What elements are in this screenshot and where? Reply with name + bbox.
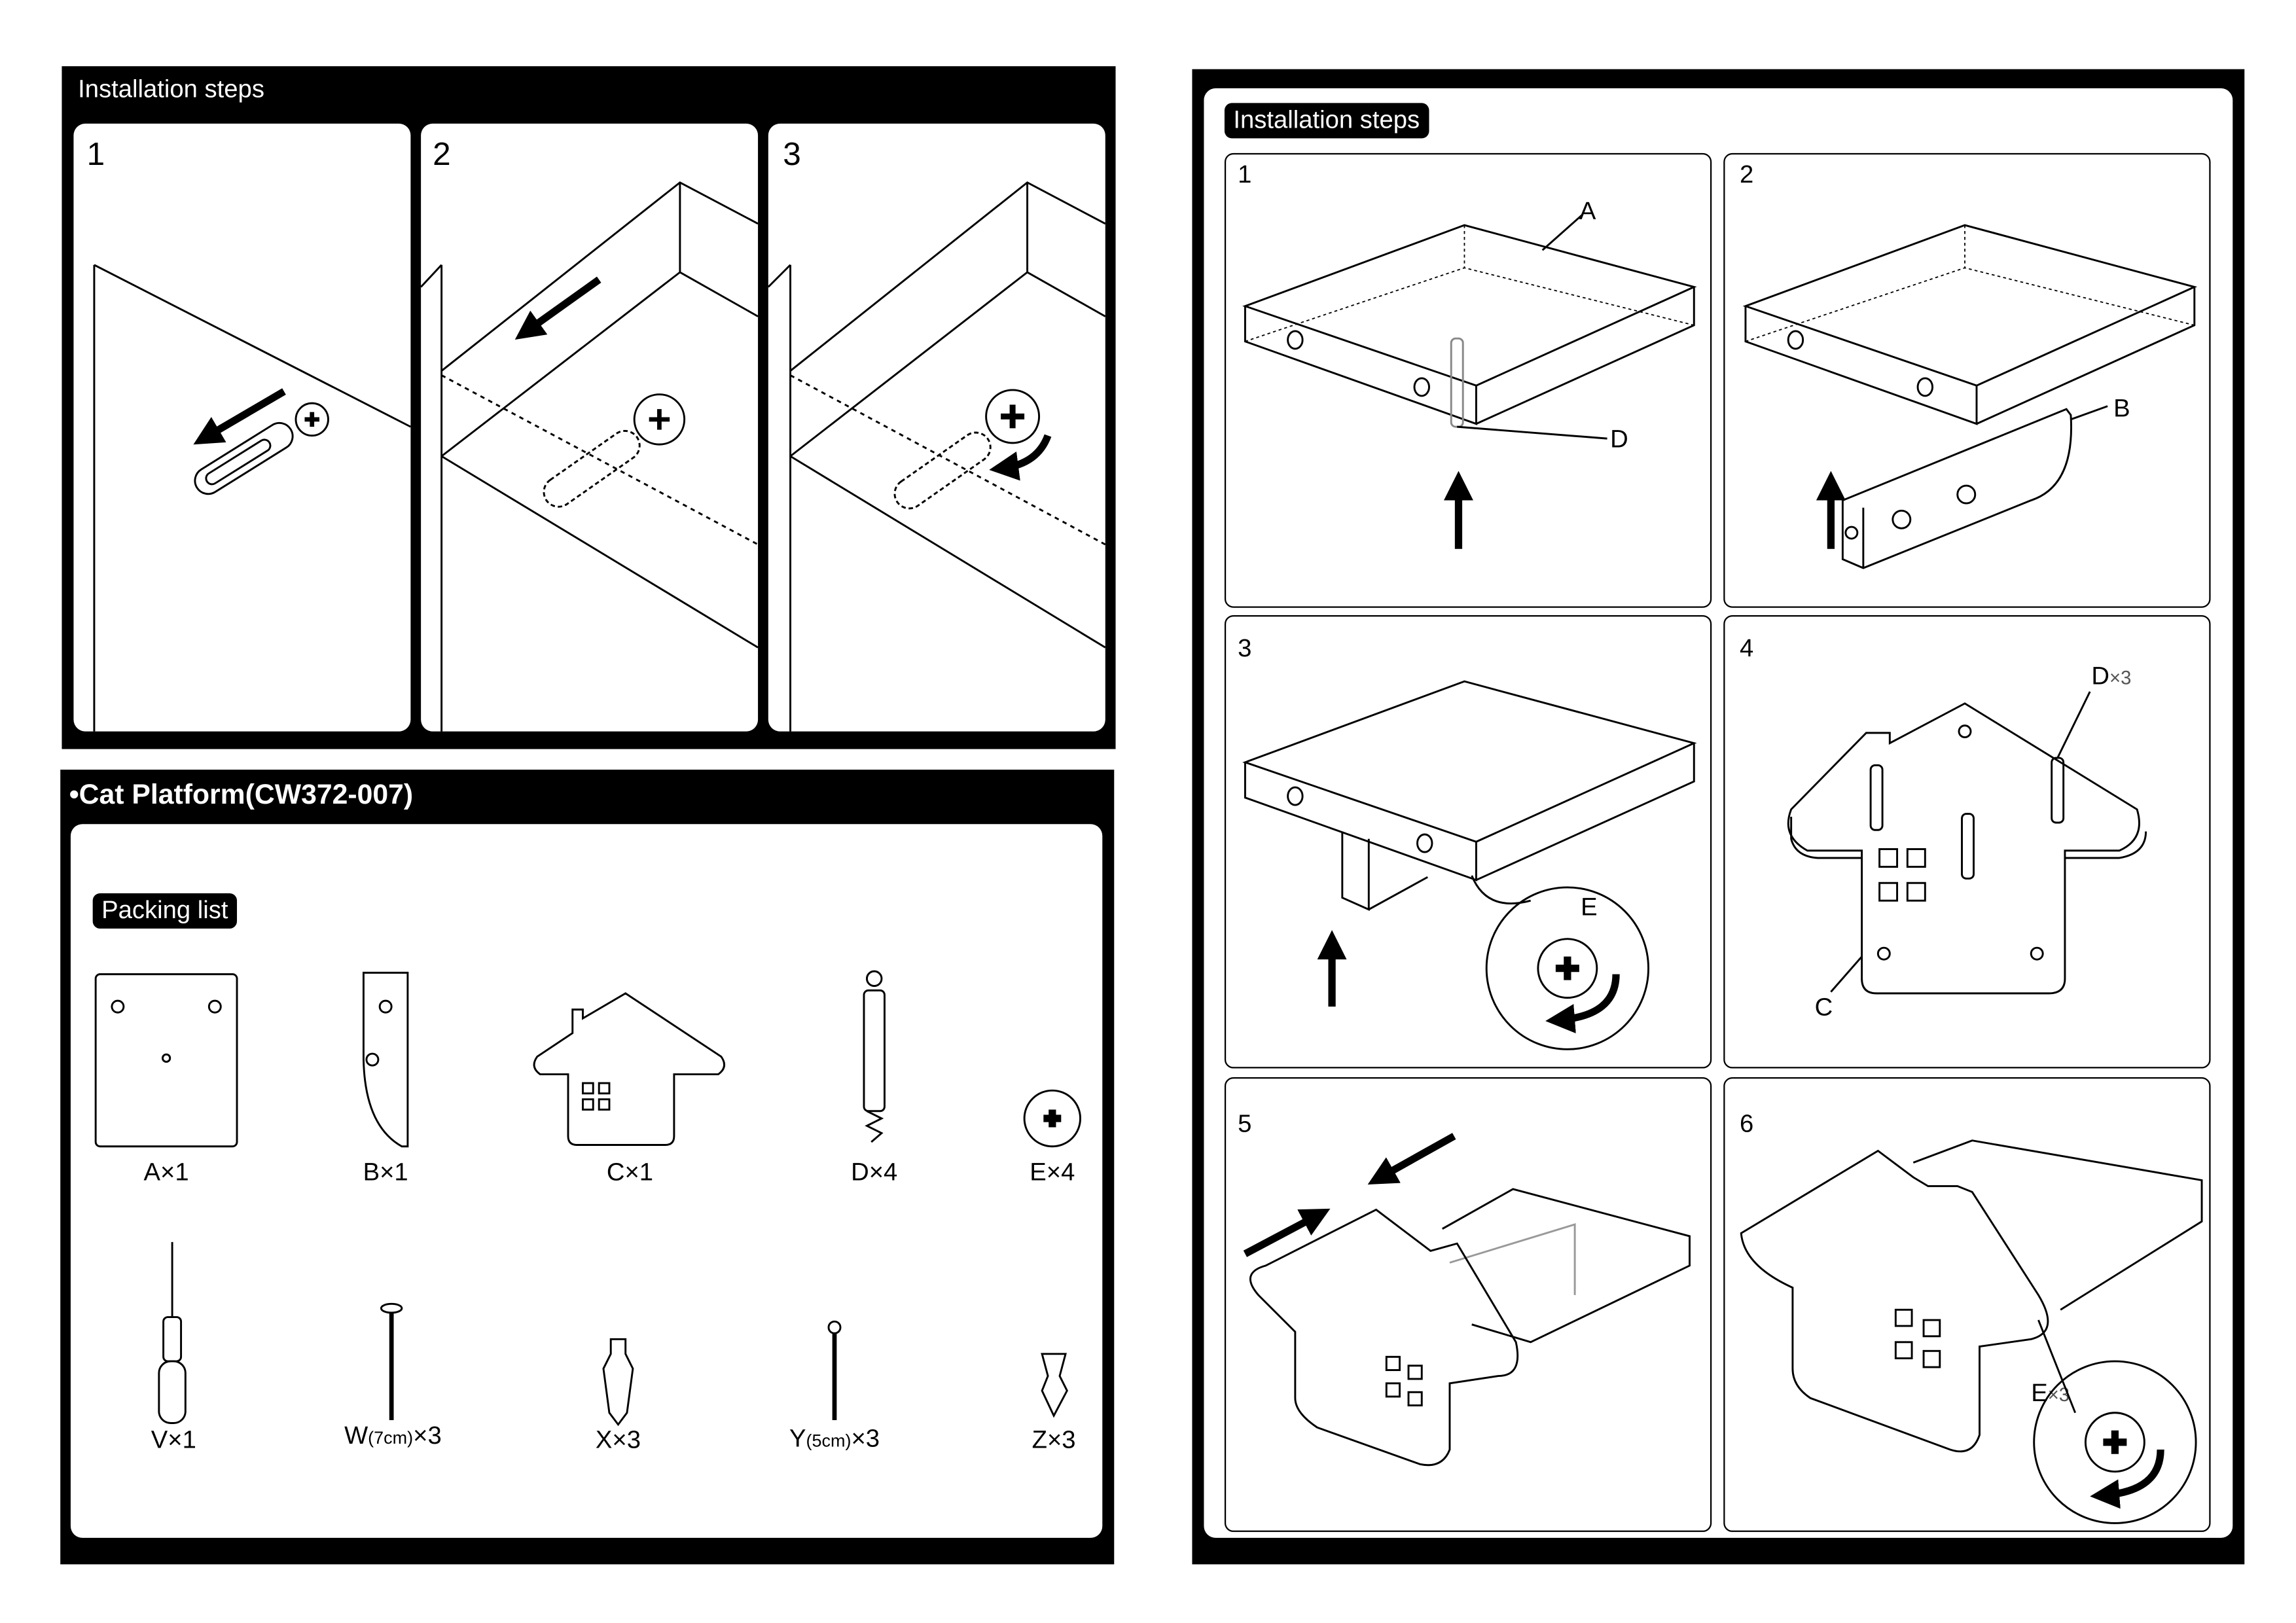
left-step-2-panel: [421, 123, 759, 732]
right-step-3-box: [1224, 615, 1712, 1069]
right-step-2-box: [1723, 152, 2211, 608]
part-b-label: B×1: [363, 1158, 408, 1186]
part-z-label: Z×3: [1031, 1425, 1076, 1454]
part-v-label: V×1: [151, 1425, 196, 1454]
right-step-4-number: 4: [1739, 634, 1754, 662]
callout-e-step3: E: [1581, 893, 1598, 921]
packing-list-badge: Packing list: [92, 893, 238, 929]
callout-d-step4: D×3: [2091, 662, 2132, 690]
part-d-label: D×4: [851, 1158, 898, 1186]
right-installation-badge: Installation steps: [1224, 103, 1429, 139]
part-c-label: C×1: [606, 1158, 654, 1186]
right-step-6-number: 6: [1739, 1109, 1754, 1138]
right-step-3-number: 3: [1238, 634, 1252, 662]
right-step-1-box: [1224, 152, 1712, 608]
left-step-3-number: 3: [783, 135, 801, 173]
part-a-label: A×1: [143, 1158, 189, 1186]
callout-d: D: [1610, 425, 1628, 454]
right-step-2-number: 2: [1739, 160, 1754, 188]
part-x-label: X×3: [595, 1425, 641, 1454]
part-w-label: W(7cm)×3: [344, 1421, 442, 1450]
right-step-4-box: [1723, 615, 2211, 1069]
right-step-5-box: [1224, 1077, 1712, 1532]
left-step-2-number: 2: [433, 135, 451, 173]
left-installation-title: Installation steps: [78, 75, 264, 103]
right-step-1-number: 1: [1238, 160, 1252, 188]
right-step-6-box: [1723, 1077, 2211, 1532]
callout-b: B: [2113, 394, 2130, 423]
left-step-3-panel: [768, 123, 1105, 732]
callout-c: C: [1814, 993, 1833, 1022]
right-step-5-number: 5: [1238, 1109, 1252, 1138]
packing-content: [70, 824, 1103, 1538]
packing-title: •Cat Platform(CW372-007): [69, 779, 414, 812]
left-step-1-number: 1: [86, 135, 105, 173]
left-step-1-panel: [73, 123, 411, 732]
callout-a: A: [1579, 197, 1596, 226]
part-e-label: E×4: [1030, 1158, 1075, 1186]
part-y-label: Y(5cm)×3: [789, 1424, 880, 1453]
callout-e-step6: E×3: [2031, 1379, 2070, 1407]
